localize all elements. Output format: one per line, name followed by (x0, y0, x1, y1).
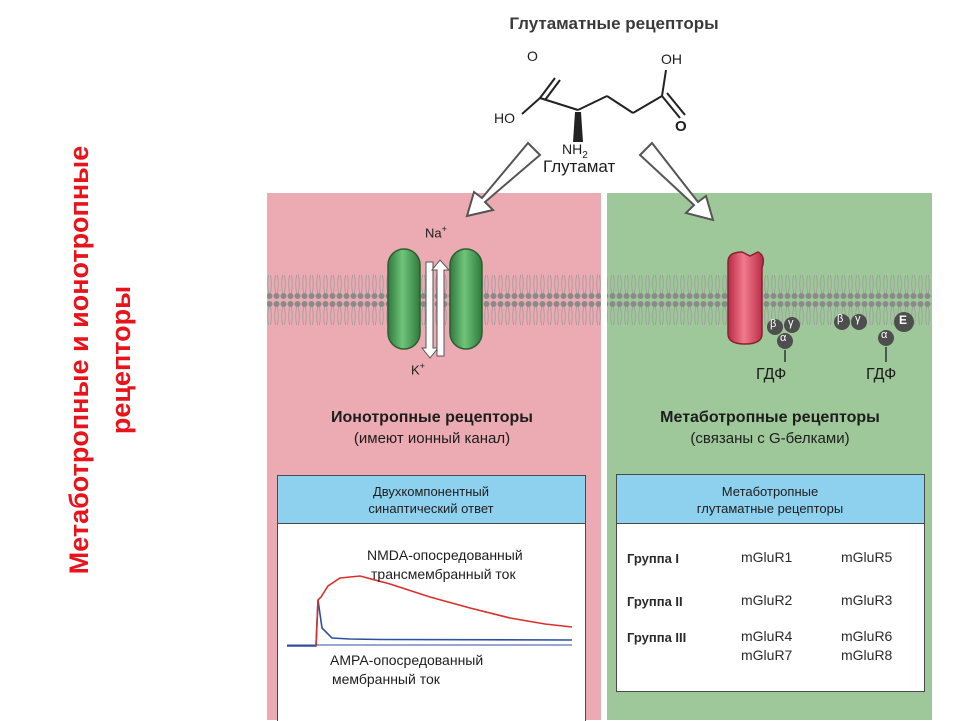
gprotein-alpha-2 (878, 330, 894, 346)
channel-subunit-right (449, 248, 483, 350)
group-3-receptor-4: mGluR8 (841, 647, 893, 663)
group-3-label: Группа III (627, 630, 687, 645)
ion-na-label: Na+ (425, 224, 447, 241)
gdp-label-2: ГДФ (866, 366, 897, 383)
group-3-receptor-2: mGluR6 (841, 628, 893, 644)
metabotropic-subtitle: (связаны с G-белками) (690, 430, 850, 447)
ionotropic-title: Ионотропные рецепторы (331, 409, 533, 426)
group-1-label: Группа I (627, 551, 680, 566)
arrow-to-metabotropic (638, 141, 715, 222)
alpha-symbol-2: α (881, 329, 888, 341)
metabotropic-receptor-shape (727, 251, 765, 345)
group-2-receptor-2: mGluR3 (841, 592, 893, 608)
atom-o-left: O (527, 48, 538, 64)
group-2-receptor-1: mGluR2 (741, 592, 793, 608)
gprotein-gamma-2 (851, 314, 867, 330)
nmda-label-2: трансмембранный ток (371, 566, 516, 582)
nmda-label-1: NMDA-опосредованный (367, 547, 523, 563)
groups-box-title-1: Метаботропные (721, 484, 819, 499)
response-box-header: Двухкомпонентный синаптический ответ (278, 476, 585, 524)
atom-nh2: NH2 (562, 141, 588, 161)
ampa-trace (287, 599, 573, 647)
gamma-symbol-2: γ (855, 313, 861, 325)
molecule-name: Глутамат (543, 157, 616, 176)
response-box-title-2: синаптический ответ (368, 501, 494, 516)
metabotropic-title: Метаботропные рецепторы (660, 409, 880, 426)
groups-box: Метаботропные глутаматные рецепторы Груп… (616, 474, 925, 692)
effector-symbol: E (899, 313, 908, 327)
wedge-bond (573, 112, 583, 142)
group-1-receptor-1: mGluR1 (741, 549, 793, 565)
beta-symbol-1: β (770, 318, 777, 330)
response-box-title-1: Двухкомпонентный (372, 484, 490, 499)
diagram-title: Глутаматные рецепторы (509, 14, 719, 33)
gdp-label-1: ГДФ (756, 366, 787, 383)
ionotropic-subtitle: (имеют ионный канал) (353, 430, 511, 447)
ampa-label-2: мембранный ток (332, 671, 440, 687)
membrane-left (267, 265, 601, 325)
atom-ho-left: HO (494, 110, 515, 126)
gprotein-gamma-1 (784, 317, 800, 333)
ion-flow-arrows (420, 259, 451, 359)
atom-o-right: O (675, 118, 687, 135)
effector (894, 312, 914, 332)
glutamate-molecule (521, 69, 686, 119)
group-2-label: Группа II (627, 594, 683, 609)
group-3-receptor-3: mGluR7 (741, 647, 793, 663)
arrow-to-ionotropic (465, 141, 542, 218)
groups-box-header: Метаботропные глутаматные рецепторы (617, 475, 924, 524)
gprotein-alpha-1 (777, 333, 793, 349)
nmda-trace (315, 575, 573, 647)
channel-subunit-left (387, 248, 421, 350)
gamma-symbol-1: γ (788, 317, 794, 329)
group-1-receptor-2: mGluR5 (841, 549, 893, 565)
groups-box-title-2: глутаматные рецепторы (696, 501, 844, 516)
atom-oh-right: OH (661, 51, 682, 67)
gprotein-beta-1 (767, 319, 783, 335)
beta-symbol-2: β (837, 313, 844, 325)
ion-k-label: K+ (411, 361, 425, 378)
group-3-receptor-1: mGluR4 (741, 628, 793, 644)
membrane-right (607, 265, 932, 325)
gprotein-beta-2 (834, 314, 850, 330)
ampa-label-1: АМРА-опосредованный (330, 652, 484, 668)
alpha-symbol-1: α (780, 332, 787, 344)
